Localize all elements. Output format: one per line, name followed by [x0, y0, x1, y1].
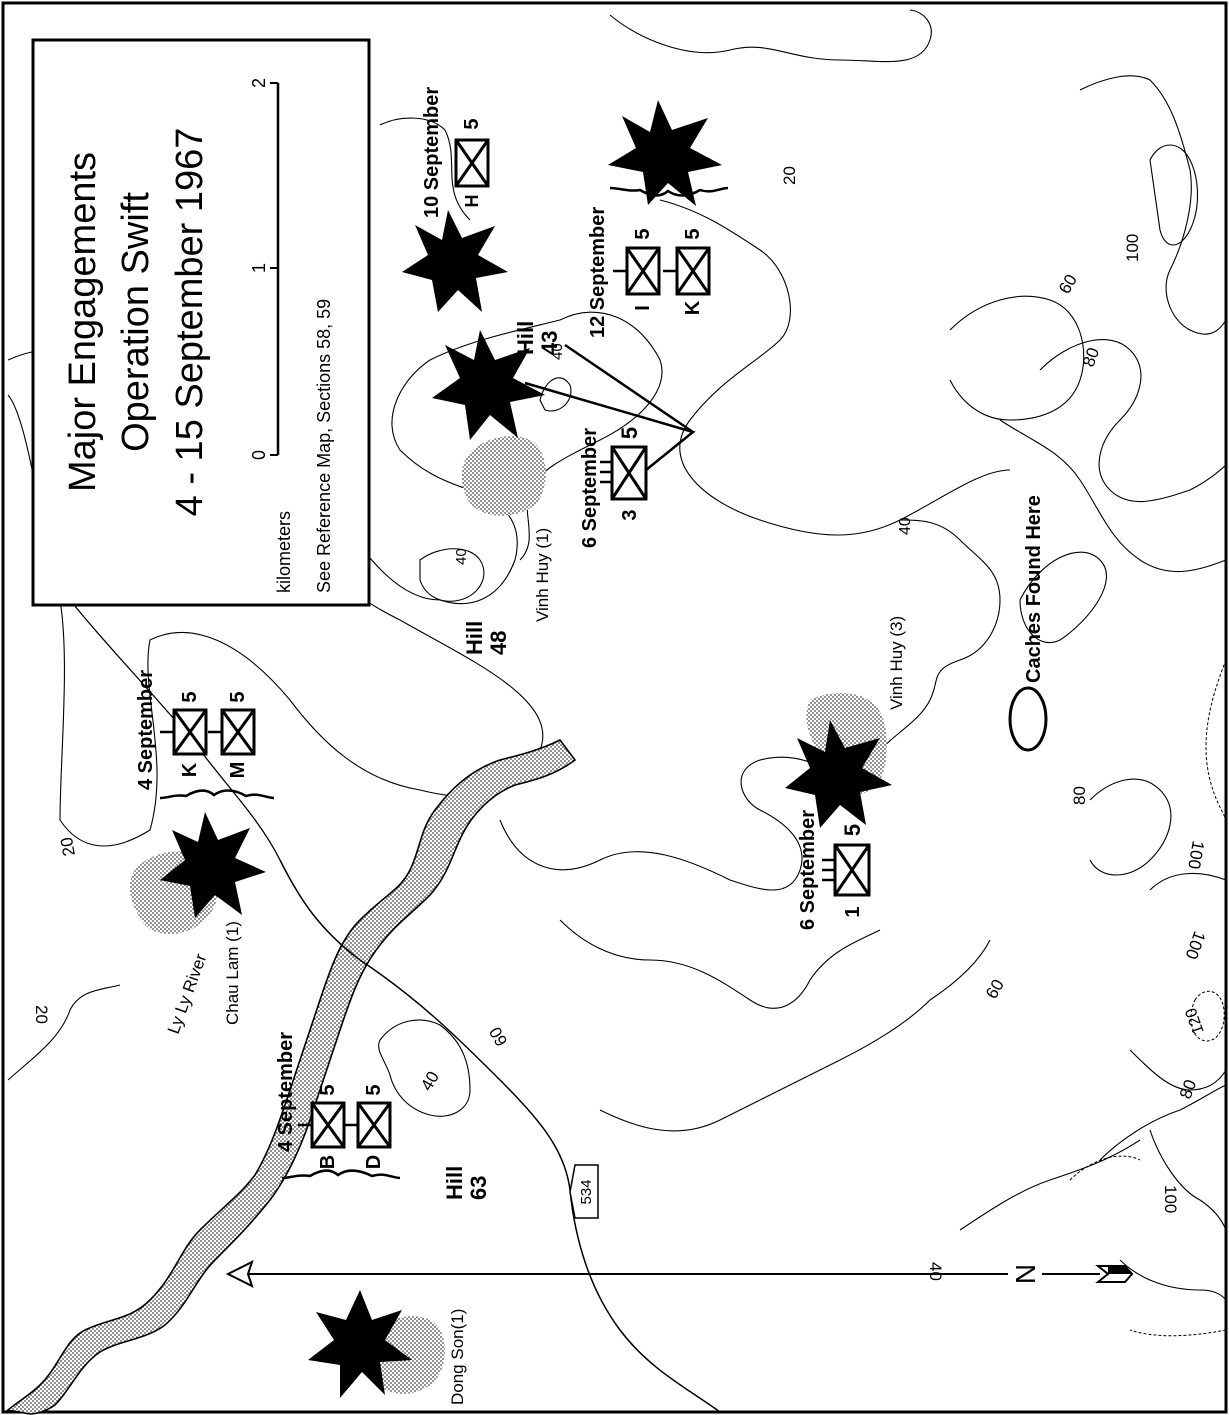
label-dong-son: Dong Son(1) [448, 1309, 467, 1405]
route-534-label: 534 [578, 1179, 595, 1204]
star-hill43 [432, 330, 545, 440]
date-sep4-left: 4 September [275, 1032, 297, 1152]
units-sep12: 5 5 I K 12 September [587, 186, 729, 338]
hill-48-label: Hill 48 [462, 621, 511, 655]
contour-label: 40 [926, 1262, 945, 1281]
unit-b-company: B [317, 1155, 339, 1169]
hill-63-label: Hill 63 [442, 1166, 491, 1200]
star-dong-son [308, 1290, 412, 1398]
units-sep4-left: 5 5 B D 4 September [275, 1032, 401, 1180]
star-chau-lam [160, 812, 266, 918]
units-sep6-right: 5 3 6 September [524, 343, 696, 548]
star-10-sep [402, 210, 508, 312]
unit-i-battalion: 5 [632, 228, 654, 239]
label-chau-lam: Chau Lam (1) [223, 921, 242, 1025]
route-534-road [279, 859, 721, 1413]
contour-label: 20 [57, 836, 79, 858]
scale-tick-1: 1 [249, 263, 269, 273]
star-12-sep [608, 100, 722, 206]
ly-ly-river [6, 738, 577, 1415]
contour-label: 100 [1161, 1185, 1180, 1213]
unit-1-company: 1 [842, 906, 864, 917]
unit-k12-company: K [682, 300, 704, 315]
date-sep6-center: 6 September [797, 810, 819, 930]
engagement-markers [160, 100, 892, 1398]
contour-label: 80 [1070, 786, 1089, 805]
unit-k12-battalion: 5 [682, 228, 704, 239]
caches-marker [1008, 686, 1048, 752]
scale-tick-2: 2 [249, 78, 269, 88]
unit-3-company: 3 [619, 509, 641, 520]
units-sep10: 5 H 10 September [421, 87, 490, 218]
date-sep6-right: 6 September [579, 428, 601, 548]
date-sep12: 12 September [587, 207, 609, 338]
scale-unit: kilometers [274, 511, 294, 593]
unit-k-battalion: 5 [179, 691, 201, 702]
contour-label: 40 [453, 548, 470, 565]
unit-h-company: H [462, 195, 482, 208]
scale-bar: 0 1 2 kilometers [249, 78, 294, 593]
contour-label: 40 [897, 517, 914, 535]
scale-tick-0: 0 [249, 450, 269, 460]
legend-title-line3: 4 - 15 September 1967 [169, 128, 211, 517]
contour-label: 40 [549, 343, 566, 360]
hill-48-number: 48 [486, 631, 511, 655]
reference-note: See Reference Map, Sections 58, 59 [314, 299, 334, 593]
hill-43-word: Hill [513, 321, 538, 355]
unit-d-battalion: 5 [363, 1084, 385, 1095]
units-sep4-center: 5 5 K M 4 September [135, 670, 275, 800]
star-vinh-huy-3 [785, 720, 892, 828]
unit-m-company: M [227, 762, 249, 779]
contour-label: 20 [32, 1005, 51, 1024]
unit-1-battalion: 5 [840, 824, 865, 836]
village-vinh-huy-3 [806, 693, 887, 796]
route-534-marker: 534 [569, 1164, 599, 1219]
north-label: N [1010, 1264, 1041, 1284]
unit-m-battalion: 5 [227, 691, 249, 702]
contour-label: 20 [780, 166, 799, 185]
caches-label: Caches Found Here [1023, 495, 1045, 683]
contour-label: 100 [1184, 839, 1208, 870]
unit-3-battalion: 5 [617, 427, 642, 439]
unit-h-battalion: 5 [461, 118, 483, 129]
village-vinh-huy-1 [461, 436, 546, 516]
contour-label: 100 [1123, 234, 1142, 262]
legend-title-line2: Operation Swift [115, 192, 157, 452]
label-vinh-huy-3: Vinh Huy (3) [887, 616, 906, 710]
unit-d-company: D [363, 1155, 385, 1169]
date-sep10: 10 September [421, 87, 443, 218]
hill-48-word: Hill [462, 621, 487, 655]
attack-line [524, 343, 696, 471]
unit-k-company: K [179, 762, 201, 777]
hill-43-label: Hill 43 [513, 321, 562, 355]
legend-box: Major Engagements Operation Swift 4 - 15… [31, 38, 371, 607]
hill-63-word: Hill [442, 1166, 467, 1200]
hill-63-number: 63 [466, 1176, 491, 1200]
unit-b-battalion: 5 [317, 1084, 339, 1095]
hill-43-number: 43 [537, 331, 562, 355]
legend-title-line1: Major Engagements [62, 152, 104, 492]
date-sep4-center: 4 September [135, 670, 157, 790]
units-sep6-center: 5 1 6 September [797, 810, 871, 930]
label-vinh-huy-1: Vinh Huy (1) [533, 528, 552, 622]
unit-i-company: I [632, 305, 654, 311]
north-arrow: N [225, 1258, 1134, 1288]
